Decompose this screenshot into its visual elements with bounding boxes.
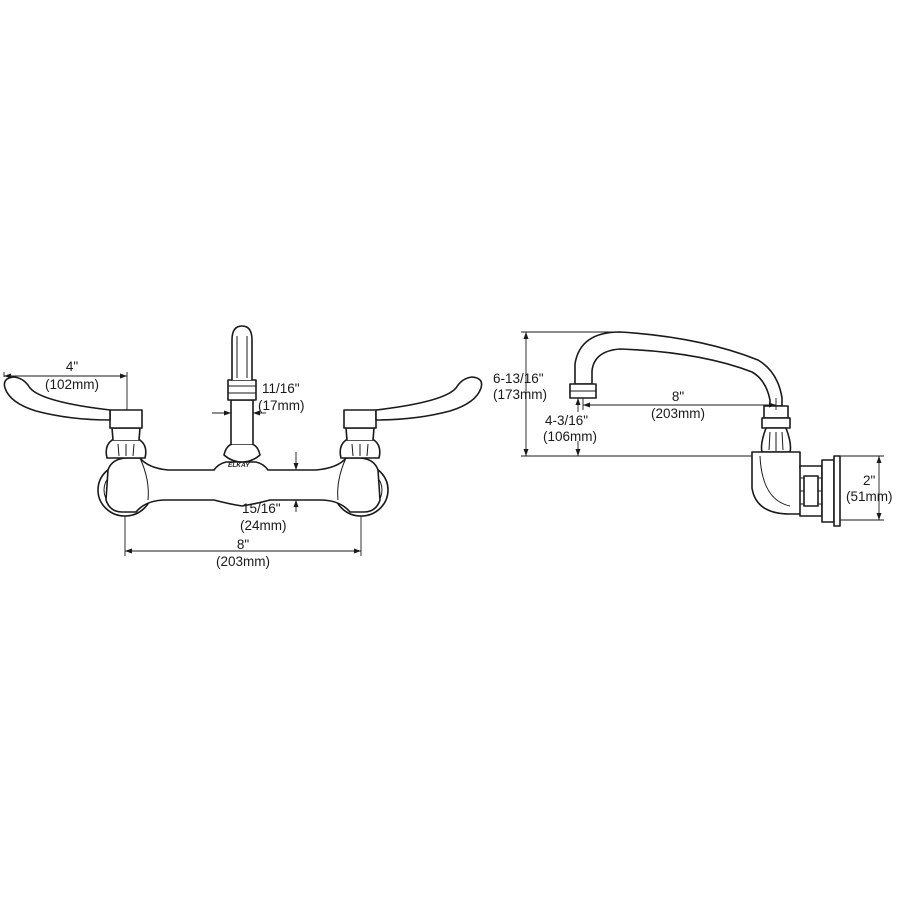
faucet-body <box>105 457 381 513</box>
side-view: 6-13/16" (173mm) 4-3/16" (106mm) 8" (203… <box>493 331 893 527</box>
dim-outlet-height: 4-3/16" (106mm) <box>543 398 597 456</box>
dim-outlet-height-in: 4-3/16" <box>545 413 588 428</box>
right-wrist-blade-handle <box>339 376 483 459</box>
left-wrist-blade-handle <box>3 376 147 459</box>
dim-handle-length-in: 4" <box>66 359 79 374</box>
dim-center-spacing: 8" (203mm) <box>124 516 362 569</box>
front-view: ELKAY <box>3 325 483 569</box>
dim-spout-height: 6-13/16" (173mm) <box>493 331 752 457</box>
side-wall-flange <box>821 459 835 523</box>
dim-spout-diameter: 11/16" (17mm) <box>212 381 305 418</box>
dim-center-spacing-mm: (203mm) <box>216 554 270 569</box>
dim-inlet-height: 2" (51mm) <box>840 455 893 521</box>
dim-spout-height-in: 6-13/16" <box>493 371 544 386</box>
dim-body-height-in: 15/16" <box>242 501 281 516</box>
dim-handle-length: 4" (102mm) <box>3 359 128 410</box>
dim-outlet-height-mm: (106mm) <box>543 429 597 444</box>
dim-spout-diameter-mm: (17mm) <box>258 398 305 413</box>
dim-spout-diameter-in: 11/16" <box>262 381 300 396</box>
dim-spout-reach-mm: (203mm) <box>651 406 705 421</box>
dim-handle-length-mm: (102mm) <box>45 377 99 392</box>
dim-spout-reach-in: 8" <box>672 389 685 404</box>
brand-mark: ELKAY <box>228 462 250 469</box>
dim-center-spacing-in: 8" <box>237 537 250 552</box>
dim-spout-height-mm: (173mm) <box>493 387 547 402</box>
dim-spout-reach: 8" (203mm) <box>582 389 777 421</box>
center-spout <box>223 325 261 463</box>
dim-body-height-mm: (24mm) <box>240 518 287 533</box>
dim-inlet-height-in: 2" <box>863 473 876 488</box>
dim-body-height: 15/16" (24mm) <box>240 452 299 533</box>
dim-inlet-height-mm: (51mm) <box>846 489 893 504</box>
